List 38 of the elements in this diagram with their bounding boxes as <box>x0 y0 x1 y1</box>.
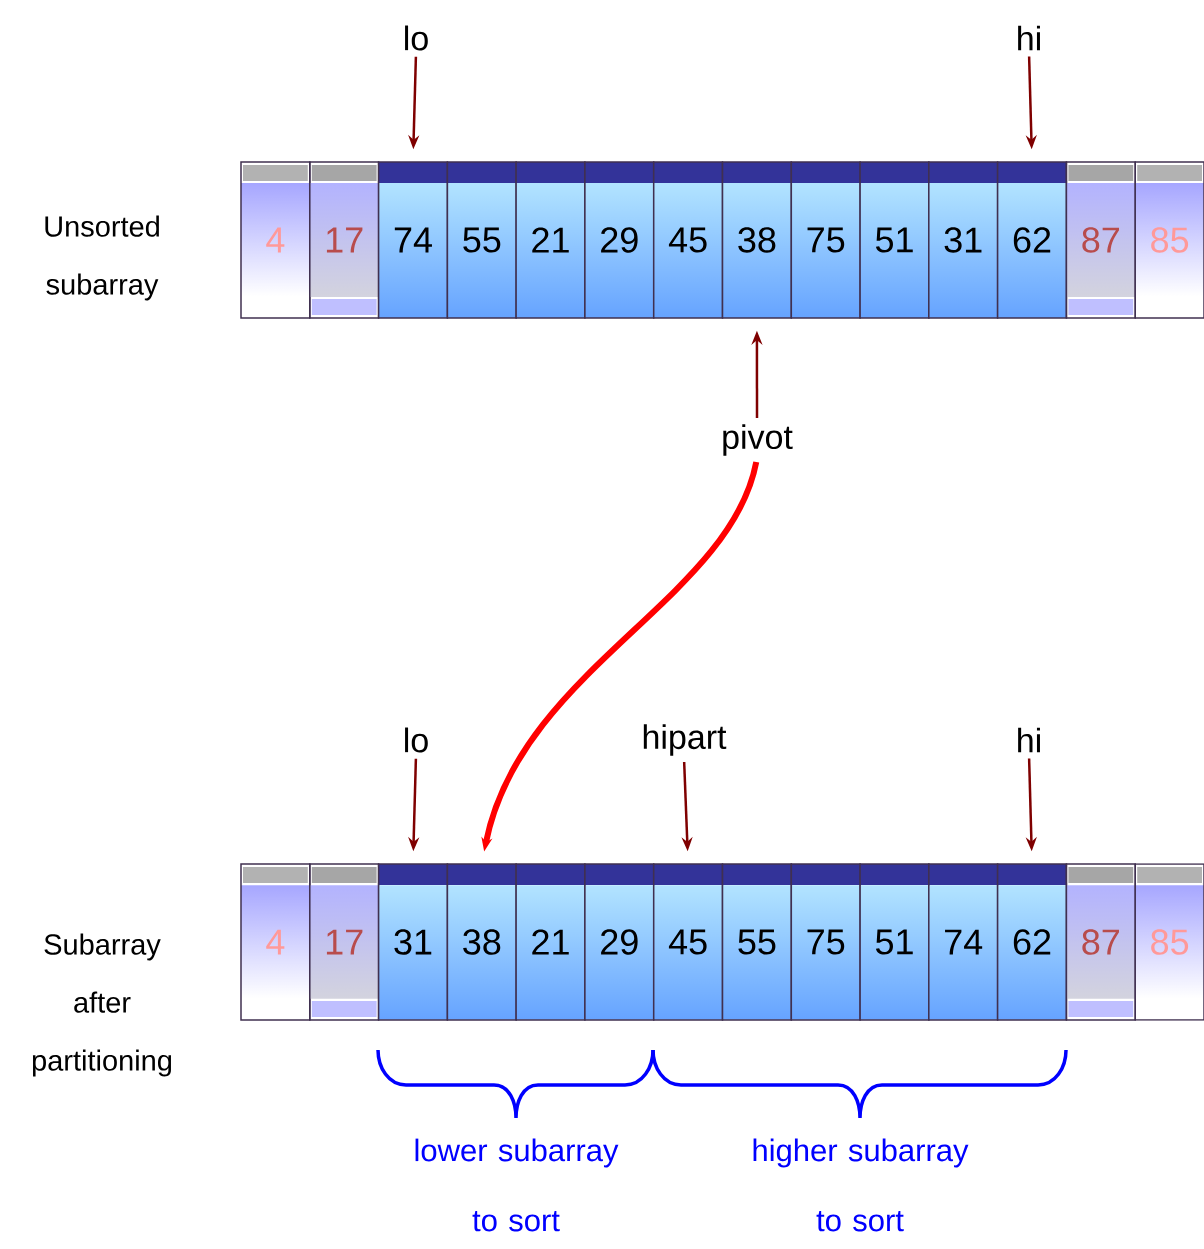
array-cell: 55 <box>446 161 517 319</box>
brace-label: higher subarray to sort <box>753 1138 969 1232</box>
array-cell: 45 <box>652 863 724 1021</box>
pointer-label: hipart <box>643 724 727 756</box>
pointer-label: lo <box>405 727 428 753</box>
array-cell: 17 <box>309 161 380 319</box>
array-cell: 21 <box>515 863 586 1021</box>
array-cell: 29 <box>584 161 655 319</box>
array-cell: 31 <box>377 863 449 1021</box>
array-cell: 85 <box>1134 863 1204 1021</box>
array-cell: 17 <box>309 863 380 1021</box>
array-cell: 87 <box>1065 161 1136 319</box>
array-cell: 21 <box>515 161 586 319</box>
array-cell: 87 <box>1065 863 1136 1021</box>
pointer-label: hi <box>1018 25 1040 51</box>
array-cell: 75 <box>790 161 861 319</box>
pointer-label: hi <box>1018 727 1040 753</box>
array-cell: 85 <box>1134 161 1204 319</box>
array-cell: 51 <box>859 863 930 1021</box>
array-cell: 4 <box>240 161 311 319</box>
array-cell: 55 <box>721 863 793 1021</box>
side-title: Unsorted subarray <box>45 215 159 301</box>
array-cell: 45 <box>652 161 724 319</box>
array-cell: 29 <box>584 863 655 1021</box>
pointer-label: lo <box>405 25 428 51</box>
array-cell: 62 <box>996 161 1068 319</box>
array-cell: 38 <box>721 161 793 319</box>
array-cell: 74 <box>928 863 999 1021</box>
array-cell: 38 <box>446 863 517 1021</box>
array-cell: 4 <box>240 863 311 1021</box>
array-cell: 75 <box>790 863 861 1021</box>
array-cell: 62 <box>996 863 1068 1021</box>
brace-label: lower subarray to sort <box>415 1138 619 1232</box>
side-title: Subarray after partitioning <box>32 933 172 1077</box>
pointer-label: pivot <box>723 424 793 456</box>
array-cell: 74 <box>377 161 449 319</box>
array-cell: 31 <box>928 161 999 319</box>
array-cell: 51 <box>859 161 930 319</box>
